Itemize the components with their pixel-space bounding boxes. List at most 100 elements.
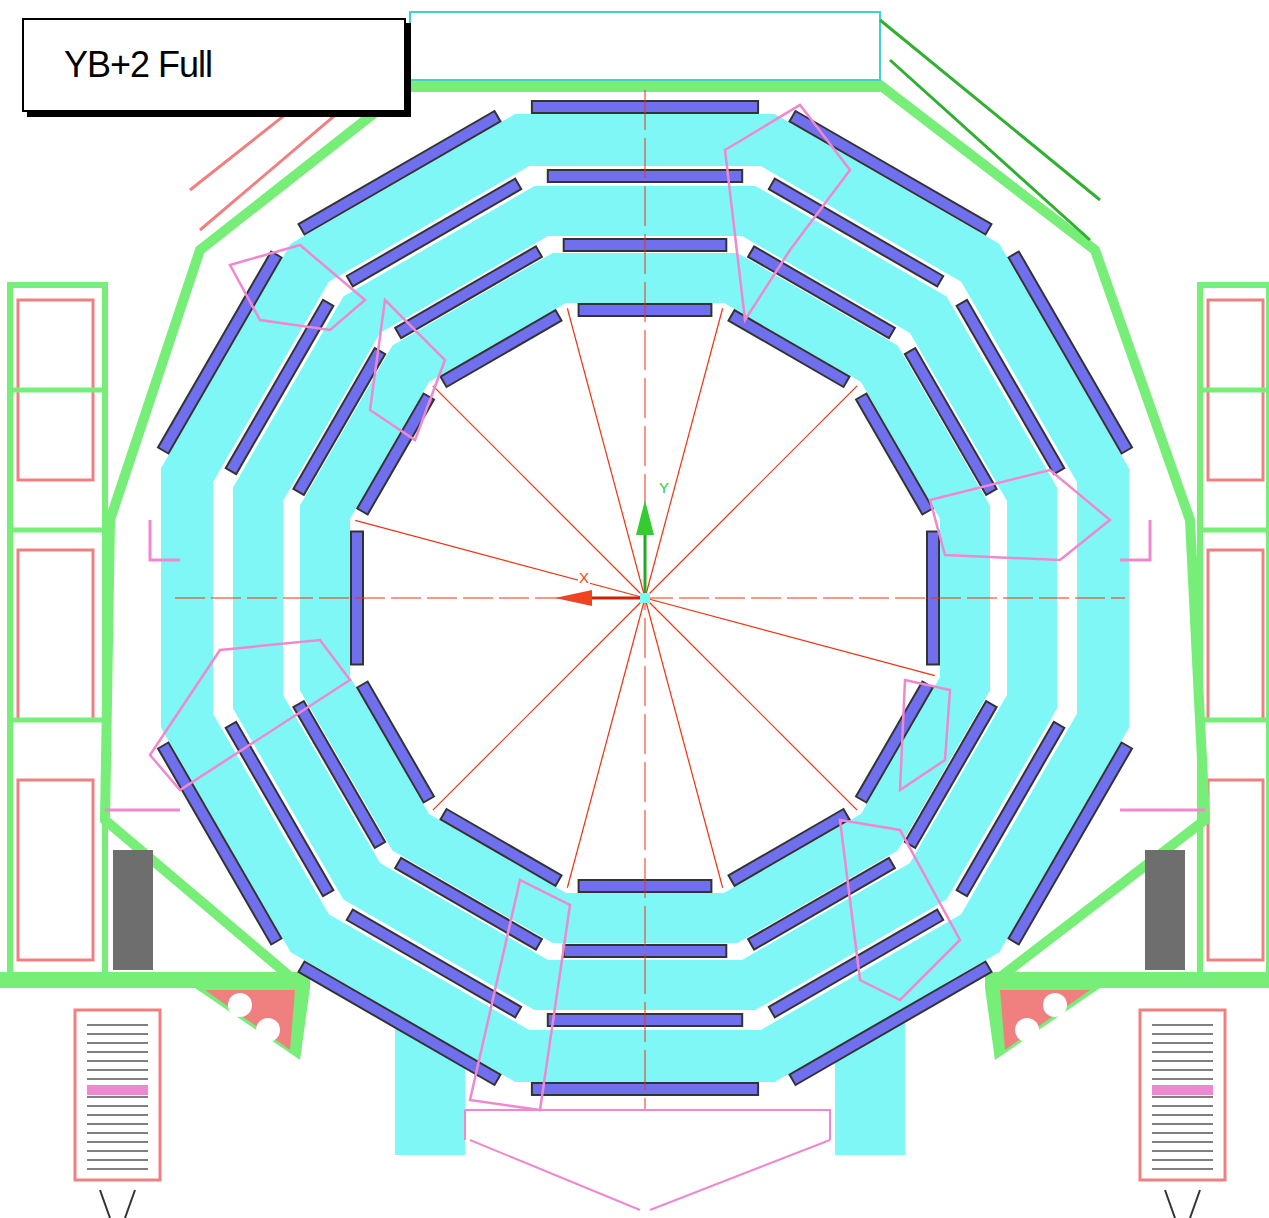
stair-step [87, 1159, 148, 1161]
muon-chamber [357, 682, 434, 803]
muon-chamber [441, 809, 562, 886]
muon-chamber [395, 246, 542, 338]
muon-chamber [856, 394, 933, 515]
stair-step [1152, 1141, 1213, 1143]
stair-step [1152, 1150, 1213, 1152]
support-outline [900, 680, 950, 790]
bolt-hole [256, 1018, 280, 1042]
stair-leg [100, 1190, 135, 1218]
stair-step [1152, 1123, 1213, 1125]
foot-bracket-inner [205, 990, 295, 1050]
y-axis-arrow [644, 530, 647, 598]
sector-line [567, 598, 645, 888]
support-outline [370, 300, 445, 440]
support-outline [105, 520, 1205, 810]
stair-step [1152, 1096, 1213, 1098]
muon-chamber [299, 962, 501, 1086]
muon-chamber [299, 111, 501, 235]
stair-step [1152, 1114, 1213, 1116]
stair-step [1152, 1168, 1213, 1170]
foot-bracket [195, 988, 310, 1060]
muon-chamber [158, 743, 282, 945]
stair-step [87, 1042, 148, 1044]
scaffold-rail [1200, 718, 1269, 723]
sector-line [433, 598, 645, 810]
scaffold-panel [1208, 780, 1263, 960]
stair-step [87, 1123, 148, 1125]
sector-line [645, 598, 857, 810]
y-axis-head [636, 500, 654, 535]
foot-bracket [985, 988, 1100, 1060]
scaffold-rail [1200, 388, 1269, 393]
scaffold-rail [10, 528, 105, 533]
stair-step [1152, 1060, 1213, 1062]
muon-chamber [1009, 743, 1133, 945]
stair-leg [1165, 1190, 1200, 1218]
stair-step [87, 1150, 148, 1152]
side-scaffold [10, 285, 105, 975]
stair-step [1152, 1051, 1213, 1053]
stair-step [87, 1033, 148, 1035]
stair-step [87, 1051, 148, 1053]
stair-step [87, 1105, 148, 1107]
axis-label: Y [658, 480, 670, 495]
stair-step [1152, 1159, 1213, 1161]
bolt-hole [1043, 993, 1067, 1017]
side-scaffold [1200, 285, 1269, 975]
title-box: YB+2 Full [22, 18, 406, 112]
support-outline [470, 880, 570, 1110]
stair [75, 1010, 160, 1180]
stair-landing [87, 1085, 148, 1095]
stair-step [1152, 1042, 1213, 1044]
stair-step [87, 1069, 148, 1071]
scaffold-panel [1208, 550, 1263, 720]
sector-line [567, 308, 645, 598]
stair-step [1152, 1069, 1213, 1071]
scaffold-panel [18, 550, 93, 720]
bolt-hole [1015, 1018, 1039, 1042]
muon-chamber [748, 858, 895, 950]
stair-step [87, 1168, 148, 1170]
support-outline [230, 245, 365, 330]
grey-block [113, 850, 153, 970]
stair-step [1152, 1033, 1213, 1035]
stair-landing [1152, 1085, 1213, 1095]
floor-beam [0, 972, 310, 988]
origin-mark [640, 593, 650, 603]
stair-step [87, 1132, 148, 1134]
muon-chamber [441, 310, 562, 387]
axis-label: X [578, 570, 590, 585]
sector-line [645, 598, 723, 888]
title: YB+2 Full [64, 44, 212, 86]
sector-line [645, 598, 935, 676]
top-platform [410, 12, 880, 80]
bolt-hole [228, 993, 252, 1017]
muon-chamber [1009, 252, 1133, 454]
muon-chamber [905, 348, 997, 495]
sector-line [645, 386, 857, 598]
sector-line [645, 308, 723, 598]
foot-bracket-inner [1000, 990, 1090, 1050]
muon-chamber [158, 252, 282, 454]
muon-chamber [905, 701, 997, 848]
muon-chamber [395, 858, 542, 950]
stair [1140, 1010, 1225, 1180]
grey-block [1145, 850, 1185, 970]
muon-chamber [729, 809, 850, 886]
stair-step [87, 1060, 148, 1062]
supports [75, 90, 1225, 1218]
stair-step [87, 1114, 148, 1116]
scaffold-rail [10, 718, 105, 723]
muon-chamber [790, 962, 992, 1086]
floor-beam [985, 972, 1269, 988]
muon-chamber [293, 348, 385, 495]
support-outline [840, 820, 960, 1000]
support-outline [150, 640, 350, 790]
support-outline [930, 470, 1110, 560]
sector-line [355, 520, 645, 598]
base-cradle [465, 1110, 830, 1210]
muon-chamber [748, 246, 895, 338]
scaffold-panel [18, 780, 93, 960]
stair-step [1152, 1078, 1213, 1080]
